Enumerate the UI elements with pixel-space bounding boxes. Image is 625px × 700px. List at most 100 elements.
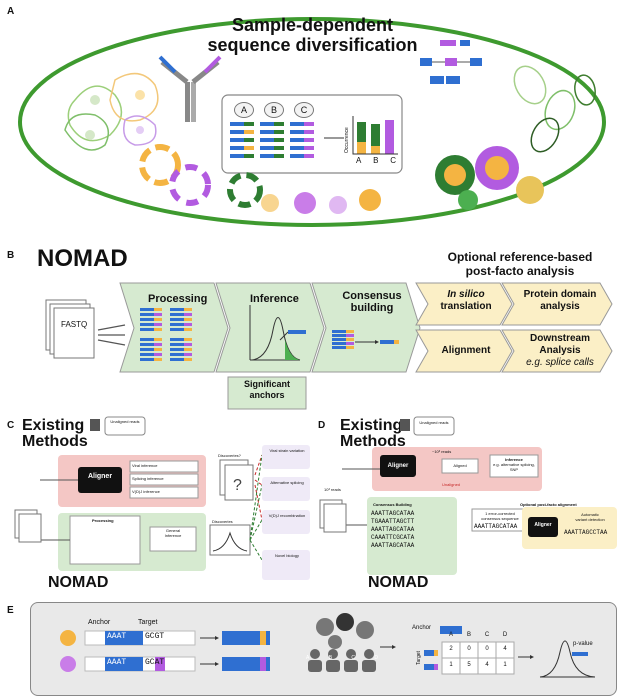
fastq-label: FASTQ bbox=[61, 320, 88, 329]
d-consensus-result: AAATTAGCATAA bbox=[474, 523, 518, 530]
d-consensus-building: Consensus Building bbox=[373, 502, 412, 507]
read-target bbox=[346, 334, 354, 337]
seq-anchor-bar bbox=[260, 130, 274, 134]
seq-anchor-bar bbox=[290, 146, 304, 150]
panel-a-letter: A bbox=[7, 6, 15, 17]
e-table-row2: 1 5 4 1 bbox=[442, 662, 514, 668]
panel-b-pipeline bbox=[45, 282, 613, 410]
e-col-a: A bbox=[448, 632, 453, 638]
read-anchor bbox=[170, 348, 184, 351]
read-target bbox=[184, 318, 192, 321]
people-icons bbox=[308, 649, 376, 672]
nomad-title: NOMAD bbox=[37, 245, 128, 272]
opt-insilico-em: In silico bbox=[447, 289, 485, 300]
e-cell-0-2: 0 bbox=[485, 646, 489, 652]
d-error-corrected: 1 error-corrected consensus sequence bbox=[468, 511, 532, 521]
d-result-seq: AAATTAGCCTAA bbox=[564, 529, 608, 536]
d-reads-top: ~10³ reads bbox=[432, 449, 452, 454]
d-reads-left: 10³ reads bbox=[324, 487, 341, 492]
e-cell-0-3: 4 bbox=[503, 646, 507, 652]
opt-protein-line1: Protein domain bbox=[523, 289, 597, 300]
read-anchor bbox=[140, 343, 154, 346]
c-inference-0: Viral inference bbox=[132, 463, 158, 468]
read-target bbox=[154, 348, 162, 351]
read-target bbox=[154, 358, 162, 361]
read-target bbox=[184, 313, 192, 316]
panel-e-box bbox=[30, 602, 617, 696]
d-error-line2: consensus sequence bbox=[481, 516, 519, 521]
e-pvalue: p-value bbox=[573, 641, 593, 647]
seq-anchor-bar bbox=[290, 138, 304, 142]
panel-d-diagram bbox=[319, 416, 617, 575]
seq-anchor-bar bbox=[230, 146, 244, 150]
significant-line1: Significant bbox=[243, 379, 290, 389]
read-anchor bbox=[140, 353, 154, 356]
d-seq-3: CAAATTCGCATA bbox=[371, 534, 415, 541]
d-seq-4: AAATTAGCATAA bbox=[371, 542, 415, 549]
seq-target-bar bbox=[274, 130, 284, 134]
optional-title-line1: Optional reference-based bbox=[447, 250, 593, 264]
read-target bbox=[184, 328, 192, 331]
cell-icons-left bbox=[64, 72, 159, 151]
e-row2-target: GCAT bbox=[145, 658, 165, 667]
panel-d-existing: Existing Methods bbox=[340, 418, 406, 450]
d-seq-2: AAATTAGCATAA bbox=[371, 526, 415, 533]
virus-icons bbox=[261, 189, 381, 214]
panel-e-letter: E bbox=[7, 605, 14, 616]
e-table-target: Target bbox=[416, 651, 422, 665]
panel-a-title-line2: sequence diversification bbox=[207, 35, 418, 55]
e-row1-target: GCGT bbox=[145, 632, 165, 641]
read-anchor bbox=[170, 338, 184, 341]
panel-b-letter: B bbox=[7, 250, 15, 261]
read-anchor bbox=[170, 358, 184, 361]
e-cell-1-1: 5 bbox=[467, 662, 471, 668]
d-nomad: NOMAD bbox=[368, 574, 429, 591]
d-inference-line1: Inference bbox=[505, 457, 523, 462]
c-general: General Inference bbox=[152, 528, 194, 538]
seq-anchor-bar bbox=[290, 122, 304, 126]
svg-text:?: ? bbox=[233, 477, 242, 494]
e-target-header: Target bbox=[138, 619, 158, 626]
trash-icon-d bbox=[400, 419, 410, 431]
seq-target-bar bbox=[304, 154, 314, 158]
read-target bbox=[184, 358, 192, 361]
read-anchor bbox=[140, 323, 154, 326]
opt-downstream-line1: Downstream bbox=[529, 333, 590, 344]
read-anchor bbox=[140, 328, 154, 331]
e-col-b: B bbox=[466, 632, 471, 638]
d-aligned: Aligned bbox=[453, 463, 467, 468]
bar-categories: A B C bbox=[356, 156, 396, 165]
seq-anchor-bar bbox=[260, 122, 274, 126]
step-consensus: Consensus building bbox=[337, 290, 407, 314]
opt-downstream: Downstream Analysis e.g. splice calls bbox=[515, 333, 605, 369]
e-cell-0-1: 0 bbox=[467, 646, 471, 652]
panel-d-existing-line2: Methods bbox=[340, 433, 406, 450]
panel-c-letter: C bbox=[7, 420, 15, 431]
bacteria-icons bbox=[513, 65, 596, 153]
d-aligner: Aligner bbox=[387, 463, 409, 469]
read-anchor bbox=[170, 343, 184, 346]
occurrence-bar bbox=[357, 122, 366, 142]
opt-protein-line2: analysis bbox=[540, 301, 580, 312]
seq-anchor-bar bbox=[290, 154, 304, 158]
read-anchor bbox=[140, 318, 154, 321]
d-seq-0: AAATTAGCATAA bbox=[371, 510, 415, 517]
seq-anchor-bar bbox=[230, 122, 244, 126]
d-optional-post: Optional post-facto alignment bbox=[520, 502, 577, 507]
c-general-line1: General bbox=[165, 528, 181, 533]
significant-anchors: Significant anchors bbox=[236, 379, 298, 401]
c-unaligned: Unaligned reads bbox=[110, 419, 140, 424]
sample-b-circle: B bbox=[264, 102, 284, 118]
c-processing: Processing bbox=[92, 518, 114, 523]
c-nomad: NOMAD bbox=[48, 574, 109, 591]
read-anchor bbox=[140, 313, 154, 316]
read-target bbox=[346, 338, 354, 341]
seq-target-bar bbox=[304, 138, 314, 142]
c-inference-2: V(D)J inference bbox=[132, 489, 160, 494]
read-target bbox=[154, 308, 162, 311]
opt-insilico: In silico translation bbox=[430, 289, 502, 313]
read-target bbox=[346, 346, 354, 349]
step-inference: Inference bbox=[250, 293, 299, 305]
antibody-icon bbox=[158, 55, 222, 122]
panel-d-letter: D bbox=[318, 420, 326, 431]
